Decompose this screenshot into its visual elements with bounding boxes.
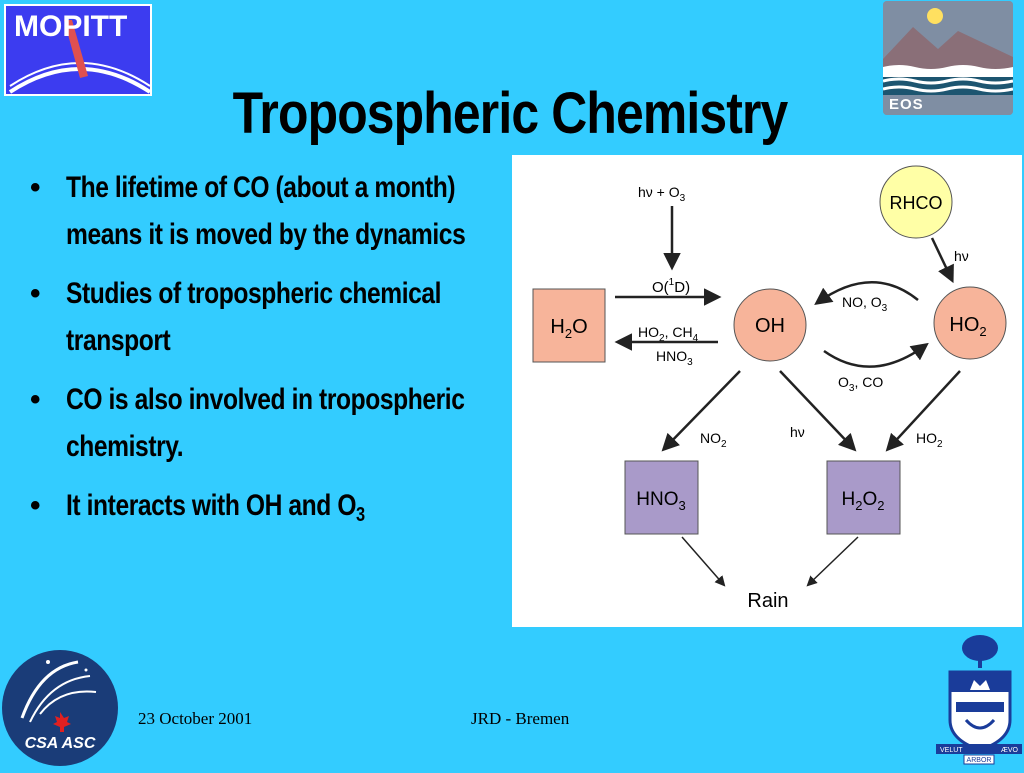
hno3-reaction-label: HNO3: [656, 348, 693, 368]
h2o2-label: H2O2: [842, 489, 885, 513]
arrow-hno3-to-rain: [681, 536, 726, 587]
hv-rhco-label: hν: [954, 248, 969, 264]
arrow-oh-to-hno3: [661, 370, 741, 452]
arrow-h2o2-to-rain: [806, 536, 859, 587]
footer-date: 23 October 2001: [138, 709, 253, 728]
bullet-item: •The lifetime of CO (about a month) mean…: [30, 164, 510, 258]
csa-logo-text: CSA ASC: [25, 735, 96, 752]
ho2-ch4-label: HO2, CH4: [638, 324, 699, 344]
h2o2-box: [826, 460, 901, 535]
no2-label: NO2: [700, 430, 727, 450]
h2o-label: H2O: [550, 316, 587, 341]
bullet-list: •The lifetime of CO (about a month) mean…: [30, 164, 510, 541]
hno3-box: [624, 460, 699, 535]
no-o3-label: NO, O3: [842, 294, 888, 314]
chemistry-diagram-svg: H2O OH HO2 RHCO HNO3 H2O2 Rain hν + O3 O…: [532, 165, 1007, 612]
crest-motto-left: VELUT: [940, 747, 963, 754]
eos-logo-art: [883, 1, 1013, 115]
university-crest-logo: VELUT ÆVO ARBOR: [936, 628, 1022, 768]
rhco-label: RHCO: [890, 193, 943, 213]
chemistry-diagram: H2O OH HO2 RHCO HNO3 H2O2 Rain hν + O3 O…: [512, 155, 1022, 627]
bullet-item: •Studies of tropospheric chemical transp…: [30, 270, 510, 364]
eos-logo: EOS: [883, 1, 1013, 115]
csa-logo-art: CSA ASC: [2, 650, 118, 766]
arrow-oh-to-h2o2: [779, 370, 857, 452]
bullet-dot-icon: •: [30, 171, 41, 204]
slide-title: Tropospheric Chemistry: [232, 81, 789, 146]
hv-o3-label: hν + O3: [638, 184, 686, 204]
oh-label: OH: [755, 315, 785, 337]
mopitt-logo-art: [8, 20, 150, 94]
ho2-label: HO2: [949, 314, 986, 339]
crest-motto-bottom: ARBOR: [967, 757, 992, 764]
bullet-item: •CO is also involved in tropospheric che…: [30, 376, 510, 470]
arrow-ho2-to-oh: [814, 281, 919, 306]
footer-venue: JRD - Bremen: [471, 709, 570, 728]
arrow-rhco-to-ho2: [930, 237, 954, 284]
arrow-ho2-to-h2o2: [885, 370, 961, 452]
bullet-item: •It interacts with OH and O3: [30, 482, 510, 529]
ho2-node: [933, 286, 1007, 360]
rain-label: Rain: [747, 590, 788, 612]
oh-node: [733, 288, 807, 362]
mopitt-logo: MOPITT: [4, 4, 152, 96]
crest-motto-right: ÆVO: [1001, 747, 1019, 754]
mopitt-logo-text: MOPITT: [14, 10, 128, 43]
o1d-label: O(1D): [652, 277, 690, 296]
hv-mid-label: hν: [790, 424, 805, 440]
ho2-reaction-label: HO2: [916, 430, 943, 450]
o3-co-label: O3, CO: [838, 374, 883, 394]
hno3-label: HNO3: [636, 489, 685, 513]
bullet-dot-icon: •: [30, 383, 41, 416]
rhco-node: [879, 165, 953, 239]
csa-logo: CSA ASC: [0, 648, 120, 768]
eos-logo-text: EOS: [889, 96, 924, 113]
bullet-dot-icon: •: [30, 489, 41, 522]
university-crest-art: VELUT ÆVO ARBOR: [936, 635, 1022, 765]
h2o-box: [532, 288, 606, 363]
arrow-oh-to-ho2: [823, 342, 929, 368]
bullet-dot-icon: •: [30, 277, 41, 310]
